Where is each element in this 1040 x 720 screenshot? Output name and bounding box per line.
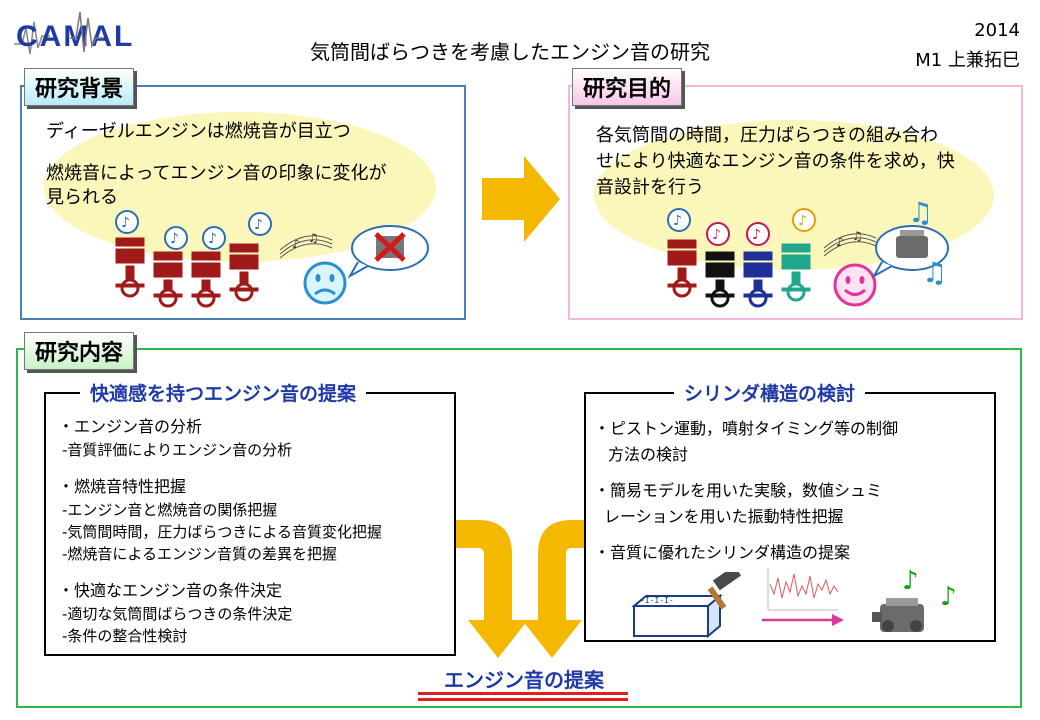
goal-tag: 研究目的 [572, 68, 683, 106]
piston-icon [743, 251, 773, 308]
goal-line-3: 音設計を行う [596, 177, 704, 198]
goal-line-2: せにより快適なエンジン音の条件を求め，快 [596, 151, 955, 172]
music-note-icon: ♫ [908, 196, 934, 229]
proposal-box-title: 快適感を持つエンジン音の提案 [80, 379, 367, 406]
svg-text:♫: ♫ [308, 231, 319, 245]
background-line-2: 燃焼音によってエンジン音の印象に変化が [46, 163, 387, 184]
music-note-icon: ♪ [940, 582, 957, 612]
music-note-icon: ♫ [922, 256, 948, 289]
svg-text:♪: ♪ [712, 227, 721, 243]
sad-face-icon [303, 261, 347, 305]
piston-illustration-bg [115, 237, 259, 308]
proposal-subitem: -燃焼音によるエンジン音質の差異を把握 [62, 545, 337, 563]
svg-text:♪: ♪ [170, 231, 179, 247]
waveform-graph-icon [764, 564, 842, 614]
page-title: 気筒間ばらつきを考慮したエンジン音の研究 [310, 40, 710, 64]
piston-illustration-goal [667, 239, 811, 308]
cylinder-item: ・音質に優れたシリンダ構造の提案 [594, 543, 851, 562]
content-panel [16, 348, 1022, 708]
svg-text:-I-I-I-: -I-I-I- [640, 596, 674, 605]
piston-icon [781, 243, 811, 302]
author-label: M1 上兼拓巳 [915, 50, 1020, 71]
piston-icon [153, 251, 183, 308]
svg-text:♪: ♪ [121, 215, 130, 231]
conclusion-underline [418, 692, 628, 695]
background-tag: 研究背景 [24, 68, 135, 106]
content-tag: 研究内容 [24, 332, 135, 370]
bad-engine-bubble-icon [347, 225, 429, 279]
cylinder-item: ・ピストン運動，噴射タイミング等の制御 [594, 419, 899, 438]
music-score-icon: ♪♫ [279, 231, 333, 259]
proposal-subitem: -条件の整合性検討 [62, 627, 188, 645]
right-arrow-icon [482, 156, 560, 242]
music-note-icon: ♪ [902, 566, 919, 596]
goal-line-1: 各気筒間の時間，圧力ばらつきの組み合わ [596, 125, 938, 146]
music-score-icon: ♪♫ [823, 229, 877, 257]
goal-panel [568, 85, 1023, 320]
svg-text:♫: ♫ [852, 229, 863, 243]
smile-face-icon [833, 263, 877, 307]
piston-icon [191, 251, 221, 308]
conclusion-label: エンジン音の提案 [444, 668, 604, 692]
proposal-item: ・エンジン音の分析 [58, 417, 203, 436]
piston-icon [667, 239, 697, 298]
background-line-1: ディーゼルエンジンは燃焼音が目立つ [46, 121, 351, 142]
piston-icon [229, 243, 259, 302]
cylinder-item: 方法の検討 [608, 445, 689, 464]
conclusion-underline [418, 698, 628, 701]
hammer-icon [707, 572, 742, 610]
camal-logo: CAMAL [14, 11, 134, 55]
engine-icon [872, 598, 924, 632]
svg-text:♪: ♪ [836, 235, 844, 249]
pink-arrow-icon [762, 614, 844, 626]
year-label: 2014 [974, 20, 1020, 41]
merge-arrows [440, 520, 610, 658]
svg-text:♪: ♪ [673, 213, 682, 229]
proposal-box [44, 392, 456, 656]
cylinder-item: レーションを用いた振動特性把握 [604, 507, 844, 526]
logo-text: CAMAL [16, 20, 134, 53]
piston-icon [705, 251, 735, 308]
good-engine-bubble-icon [871, 225, 949, 279]
background-panel [20, 85, 466, 320]
svg-text:♪: ♪ [254, 217, 263, 233]
proposal-subitem: -気筒間時間，圧力ばらつきによる音質変化把握 [62, 523, 382, 541]
piston-icon [115, 237, 145, 298]
proposal-subitem: -エンジン音と燃焼音の関係把握 [62, 501, 278, 519]
cylinder-box-title: シリンダ構造の検討 [674, 379, 866, 406]
note-bubbles-goal: ♪ ♪ ♪ ♪ [667, 208, 816, 246]
proposal-subitem: -適切な気筒間ばらつきの条件決定 [62, 605, 293, 623]
proposal-item: ・燃焼音特性把握 [58, 477, 187, 496]
background-line-3: 見られる [46, 187, 118, 208]
svg-text:♪: ♪ [292, 237, 300, 251]
proposal-item: ・快適なエンジン音の条件決定 [58, 581, 283, 600]
svg-text:♪: ♪ [752, 227, 761, 243]
note-bubbles-bg: ♪ ♪ ♪ ♪ [115, 210, 272, 250]
svg-text:♪: ♪ [798, 213, 807, 229]
proposal-subitem: -音質評価によりエンジン音の分析 [62, 441, 293, 459]
cylinder-item: ・簡易モデルを用いた実験，数値シュミ [594, 481, 883, 500]
svg-text:♪: ♪ [208, 231, 217, 247]
